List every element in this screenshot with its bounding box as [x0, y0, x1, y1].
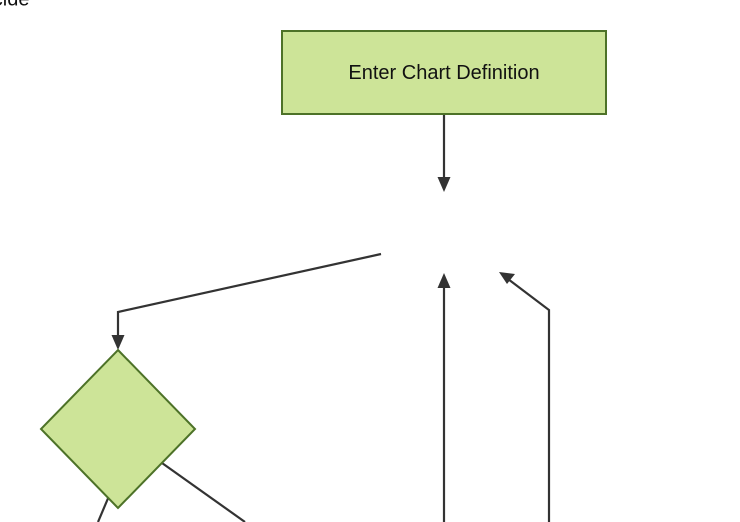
node-label: decide	[0, 0, 29, 10]
arrowhead-icon	[437, 177, 451, 192]
arrowhead-icon	[437, 273, 451, 288]
edges-layer	[96, 114, 551, 522]
edge-decide-bottom-left	[96, 495, 111, 522]
edge-line	[503, 275, 551, 522]
edge-bottom-center-to-preview	[437, 273, 451, 522]
edge-line	[116, 252, 382, 344]
node-decide[interactable]: decide	[0, 0, 197, 510]
node-shape-rectangle[interactable]	[281, 30, 607, 115]
edge-line	[161, 462, 246, 522]
node-shape-diamond[interactable]	[39, 348, 197, 510]
nodes-layer: Enter Chart Definition Preview decide	[0, 0, 607, 510]
edge-bottom-right-to-preview	[499, 272, 551, 522]
arrowhead-icon	[499, 272, 515, 284]
edge-enter-to-preview	[437, 114, 451, 192]
edge-preview-to-decide	[111, 252, 382, 350]
edge-decide-bottom-right	[161, 462, 246, 522]
node-enter-chart-definition[interactable]: Enter Chart Definition	[281, 30, 607, 115]
arrowhead-icon	[111, 335, 125, 350]
edge-line	[96, 495, 111, 522]
